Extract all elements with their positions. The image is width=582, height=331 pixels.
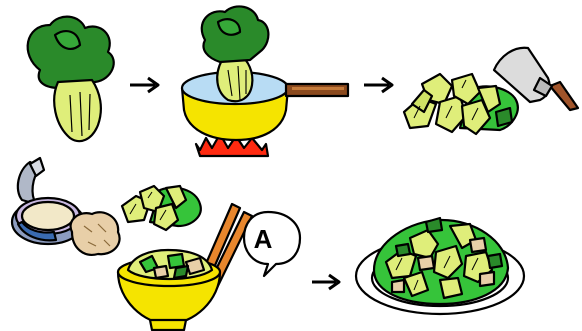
bok-choy-image (28, 17, 114, 141)
arrow-1 (130, 78, 158, 92)
blanch-pot-image (182, 6, 348, 156)
chopped-bok-choy-image (404, 74, 518, 134)
chopped-bok-choy-small-image (122, 186, 201, 230)
tuna-can-image (12, 158, 120, 255)
arrow-3 (312, 275, 339, 289)
served-dish-image (356, 218, 524, 314)
mixing-bowl-image (118, 250, 220, 330)
seasoning-a-bubble: A (244, 212, 300, 276)
seasoning-a-label: A (254, 224, 273, 254)
arrow-2 (364, 78, 392, 92)
